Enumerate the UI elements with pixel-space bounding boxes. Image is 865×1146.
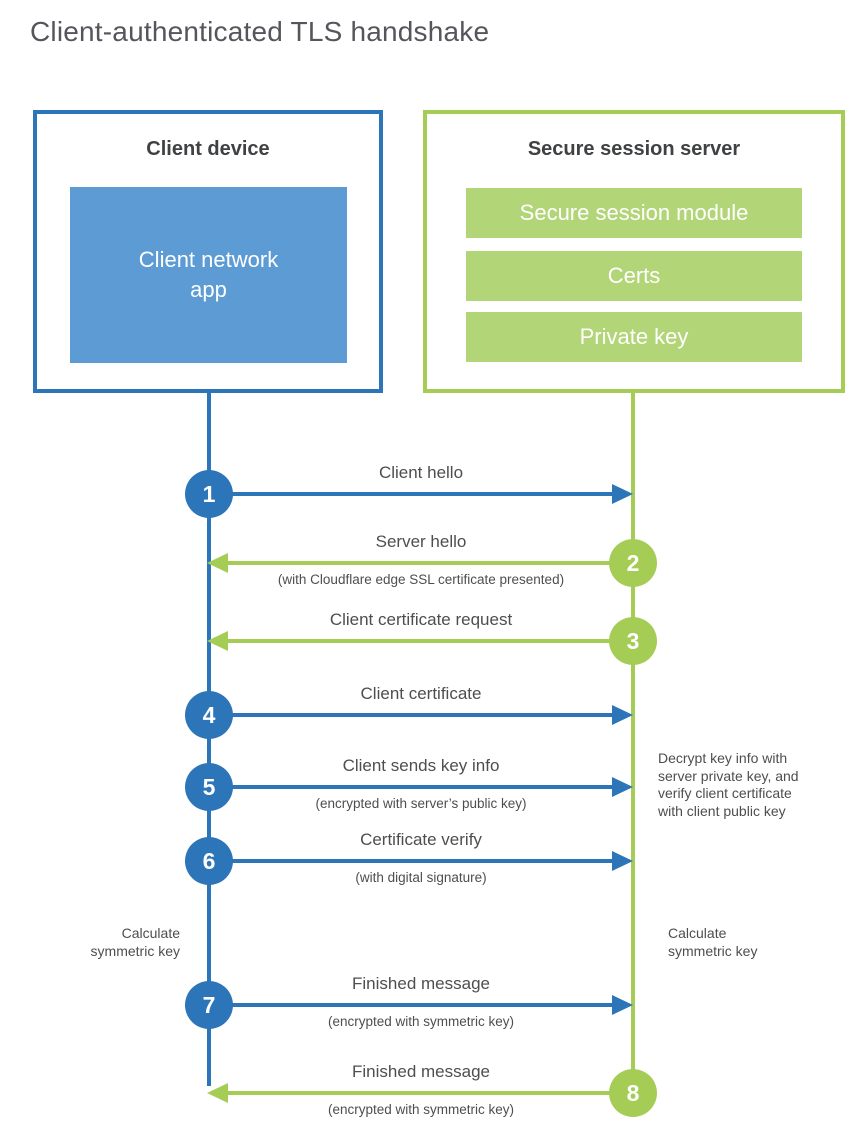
- step-8-arrow: [227, 1091, 633, 1095]
- step-6-sublabel: (with digital signature): [355, 870, 487, 885]
- certs-bar: Certs: [466, 251, 802, 301]
- server-calculate-symmetric-key-note: Calculate symmetric key: [668, 925, 758, 959]
- step-8-label: Finished message: [352, 1062, 490, 1081]
- step-3-label: Client certificate request: [329, 610, 513, 629]
- step-3-arrowhead: [207, 631, 228, 651]
- step-1-arrow: [209, 492, 615, 496]
- client-lifeline: [207, 393, 211, 1086]
- step-1-label: Client hello: [378, 463, 464, 482]
- step-7-arrow: [209, 1003, 615, 1007]
- client-calculate-symmetric-key-note: Calculate symmetric key: [90, 925, 180, 959]
- secure-session-module-bar: Secure session module: [466, 188, 802, 238]
- step-5-arrowhead: [612, 777, 633, 797]
- step-6-arrow: [209, 859, 615, 863]
- step-5-arrow: [209, 785, 615, 789]
- step-4-label: Client certificate: [360, 684, 482, 703]
- step-3-arrow: [227, 639, 633, 643]
- step-8-sublabel: (encrypted with symmetric key): [327, 1102, 515, 1117]
- client-network-app-module: Client network app: [70, 187, 347, 363]
- step-6-circle: 6: [185, 837, 233, 885]
- step-2-circle: 2: [609, 539, 657, 587]
- step-4-arrowhead: [612, 705, 633, 725]
- step-8-circle: 8: [609, 1069, 657, 1117]
- server-decrypt-note: Decrypt key info with server private key…: [658, 750, 799, 819]
- step-7-label: Finished message: [352, 974, 490, 993]
- step-6-label: Certificate verify: [360, 830, 482, 849]
- step-2-sublabel: (with Cloudflare edge SSL certificate pr…: [277, 572, 565, 587]
- step-2-arrowhead: [207, 553, 228, 573]
- step-1-arrowhead: [612, 484, 633, 504]
- step-1-circle: 1: [185, 470, 233, 518]
- step-5-sublabel: (encrypted with server’s public key): [315, 796, 527, 811]
- step-4-arrow: [209, 713, 615, 717]
- step-7-circle: 7: [185, 981, 233, 1029]
- step-8-arrowhead: [207, 1083, 228, 1103]
- server-lifeline: [631, 393, 635, 1095]
- step-6-arrowhead: [612, 851, 633, 871]
- client-device-title: Client device: [146, 138, 270, 160]
- step-2-arrow: [227, 561, 633, 565]
- secure-session-server-box: Secure session server Secure session mod…: [423, 110, 845, 393]
- step-2-label: Server hello: [375, 532, 467, 551]
- client-device-box: Client device Client network app: [33, 110, 383, 393]
- secure-session-server-title: Secure session server: [527, 138, 741, 160]
- step-4-circle: 4: [185, 691, 233, 739]
- page-title: Client-authenticated TLS handshake: [30, 16, 490, 47]
- step-5-circle: 5: [185, 763, 233, 811]
- step-7-arrowhead: [612, 995, 633, 1015]
- step-5-label: Client sends key info: [342, 756, 500, 775]
- private-key-bar: Private key: [466, 312, 802, 362]
- step-3-circle: 3: [609, 617, 657, 665]
- step-7-sublabel: (encrypted with symmetric key): [327, 1014, 515, 1029]
